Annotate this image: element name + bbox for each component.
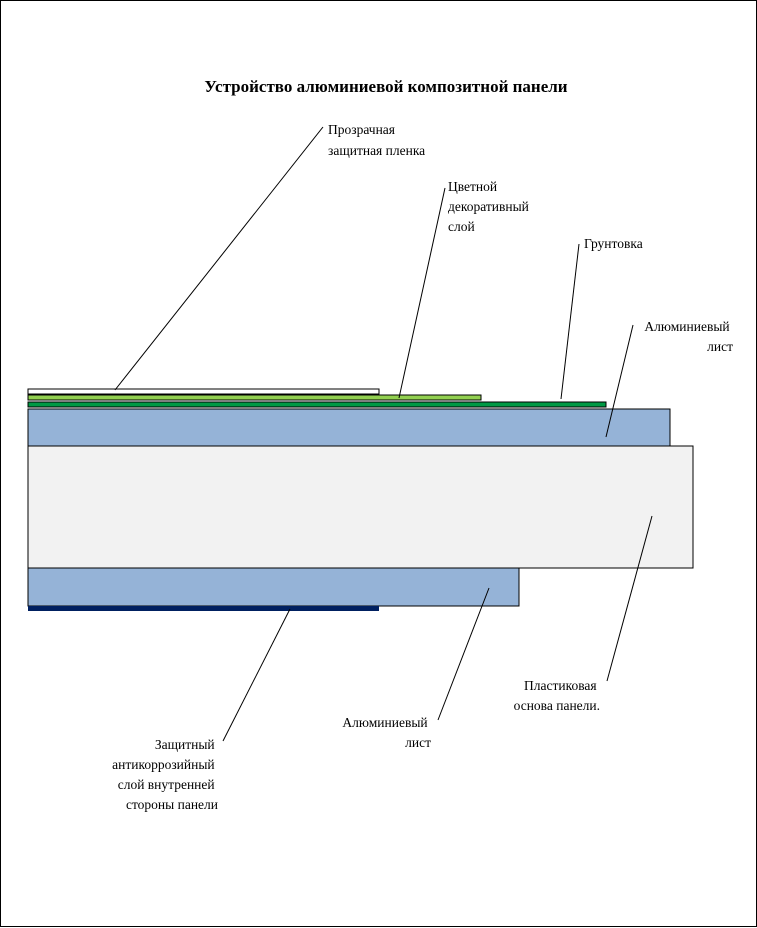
aluminum-bottom-label: Алюминиевый лист [342,715,431,750]
plastic-core-leader [606,515,653,682]
diagram-title: Устройство алюминиевой композитной панел… [204,77,567,96]
anticorrosion-label: Защитный антикоррозийный слой внутренней… [112,737,218,812]
decorative-layer-label: Цветной декоративный слой [448,179,532,234]
aluminum-top-leader [605,324,634,438]
anticorrosion-leader [222,608,291,742]
primer-label: Грунтовка [584,236,643,251]
anticorrosion-layer [28,606,379,611]
plastic-core-label: Пластиковая основа панели. [514,678,600,713]
plastic-core [27,445,694,569]
aluminum-sheet-top [27,408,671,448]
protective-film-leader [114,126,324,391]
aluminum-top-label: Алюминиевый лист [644,319,733,354]
aluminum-sheet-bottom [27,567,520,607]
primer-layer [27,401,607,408]
aluminum-bottom-leader [437,587,490,721]
protective-film-layer [27,388,380,395]
primer-leader [560,243,580,400]
decorative-layer [27,394,482,401]
decorative-layer-leader [398,187,446,399]
protective-film-label: Прозрачная защитная пленка [328,122,425,158]
